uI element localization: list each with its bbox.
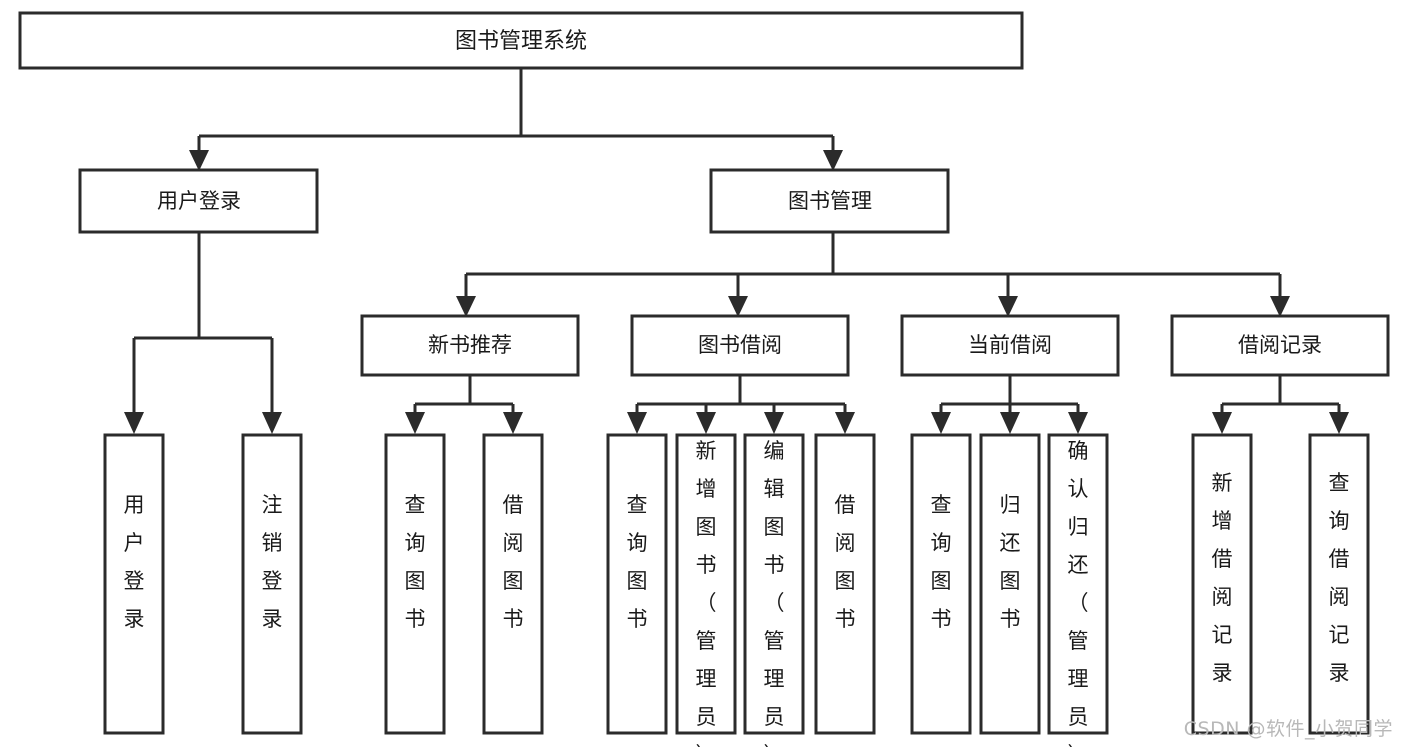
borrow-record-label: 借阅记录 <box>1238 333 1322 357</box>
arrow-head-g1-leaf1 <box>405 412 425 434</box>
arrow-head-borrow-record <box>1270 296 1290 317</box>
arrow-head-g2-leaf2 <box>696 412 716 434</box>
leaf-node[interactable]: 归还图书 <box>979 433 1041 735</box>
leaf-label-g2-add-book: 新增图书（管理员） <box>696 439 717 747</box>
arrow-head-user-leaf2 <box>262 412 282 434</box>
arrow-head-g2-leaf4 <box>835 412 855 434</box>
arrow-head-g3-leaf2 <box>1000 412 1020 434</box>
arrow-head-user-leaf1 <box>124 412 144 434</box>
leaf-node[interactable]: 借阅图书 <box>482 433 544 735</box>
leaf-node[interactable]: 新增借阅记录 <box>1191 433 1253 735</box>
leaf-node[interactable]: 查询图书 <box>910 433 972 735</box>
current-borrow-label: 当前借阅 <box>968 333 1052 357</box>
node-book-manage[interactable]: 图书管理 <box>709 168 950 234</box>
root-label: 图书管理系统 <box>455 29 587 54</box>
arrow-head-g2-leaf3 <box>764 412 784 434</box>
leaf-node[interactable]: 借阅图书 <box>814 433 876 735</box>
node-current-borrow[interactable]: 当前借阅 <box>900 314 1120 377</box>
leaf-node[interactable]: 新增图书（管理员） <box>675 433 737 747</box>
arrow-head-book-borrow <box>728 296 748 317</box>
leaf-box-g2-add-book[interactable] <box>675 433 737 735</box>
arrow-head-user-login <box>189 150 209 171</box>
leaf-box-g1-query-book[interactable] <box>384 433 446 735</box>
leaf-label-g3-return-book: 归还图书 <box>1000 493 1021 631</box>
node-root[interactable]: 图书管理系统 <box>18 11 1024 70</box>
leaf-label-g2-borrow-book: 借阅图书 <box>835 493 856 631</box>
leaf-box-g4-add-record[interactable] <box>1191 433 1253 735</box>
arrow-head-g2-leaf1 <box>627 412 647 434</box>
arrow-head-g4-leaf2 <box>1329 412 1349 434</box>
leaf-node[interactable]: 注销登录 <box>241 433 303 735</box>
new-book-recommend-label: 新书推荐 <box>428 333 512 357</box>
borrow-record-box[interactable] <box>1170 314 1390 377</box>
leaf-node[interactable]: 查询借阅记录 <box>1308 433 1370 735</box>
arrow-head-book-manage <box>823 150 843 171</box>
leaf-node[interactable]: 确认归还（管理员） <box>1047 433 1109 747</box>
leaf-node[interactable]: 查询图书 <box>384 433 446 735</box>
arrow-head-g4-leaf1 <box>1212 412 1232 434</box>
arrow-head-new-book <box>456 296 476 317</box>
leaf-box-g3-confirm-return[interactable] <box>1047 433 1109 735</box>
leaf-label-g3-confirm-return: 确认归还（管理员） <box>1068 439 1089 747</box>
leaf-label-g4-add-record: 新增借阅记录 <box>1212 471 1233 685</box>
leaf-node[interactable]: 查询图书 <box>606 433 668 735</box>
leaf-node[interactable]: 用户登录 <box>103 433 165 735</box>
root-box[interactable] <box>18 11 1024 70</box>
book-manage-box[interactable] <box>709 168 950 234</box>
leaf-box-g3-return-book[interactable] <box>979 433 1041 735</box>
node-book-borrow[interactable]: 图书借阅 <box>630 314 850 377</box>
leaf-box-g2-edit-book[interactable] <box>743 433 805 735</box>
arrow-head-g1-leaf2 <box>503 412 523 434</box>
leaf-box-g1-borrow-book[interactable] <box>482 433 544 735</box>
leaf-label-g2-edit-book: 编辑图书（管理员） <box>764 439 785 747</box>
leaf-box-g3-query-book[interactable] <box>910 433 972 735</box>
book-borrow-box[interactable] <box>630 314 850 377</box>
book-manage-label: 图书管理 <box>788 189 872 213</box>
node-user-login[interactable]: 用户登录 <box>78 168 319 234</box>
arrow-head-g3-leaf1 <box>931 412 951 434</box>
node-borrow-record[interactable]: 借阅记录 <box>1170 314 1390 377</box>
node-new-book-recommend[interactable]: 新书推荐 <box>360 314 580 377</box>
leaf-label-logout: 注销登录 <box>262 493 283 631</box>
connector-layer <box>124 68 1349 434</box>
leaf-label-g3-query-book: 查询图书 <box>931 493 952 631</box>
leaf-label-user-login: 用户登录 <box>124 493 145 631</box>
book-borrow-label: 图书借阅 <box>698 333 782 357</box>
arrow-head-current-borrow <box>998 296 1018 317</box>
new-book-recommend-box[interactable] <box>360 314 580 377</box>
leaf-box-g4-query-record[interactable] <box>1308 433 1370 735</box>
leaf-box-g2-query-book[interactable] <box>606 433 668 735</box>
leaf-label-g1-borrow-book: 借阅图书 <box>503 493 524 631</box>
leaf-label-g4-query-record: 查询借阅记录 <box>1329 471 1350 685</box>
current-borrow-box[interactable] <box>900 314 1120 377</box>
user-login-label: 用户登录 <box>157 189 241 213</box>
leaf-box-logout[interactable] <box>241 433 303 735</box>
leaf-label-g1-query-book: 查询图书 <box>405 493 426 631</box>
leaf-node[interactable]: 编辑图书（管理员） <box>743 433 805 747</box>
leaf-label-g2-query-book: 查询图书 <box>627 493 648 631</box>
leaf-box-user-login[interactable] <box>103 433 165 735</box>
user-login-box[interactable] <box>78 168 319 234</box>
leaf-box-g2-borrow-book[interactable] <box>814 433 876 735</box>
arrow-head-g3-leaf3 <box>1068 412 1088 434</box>
